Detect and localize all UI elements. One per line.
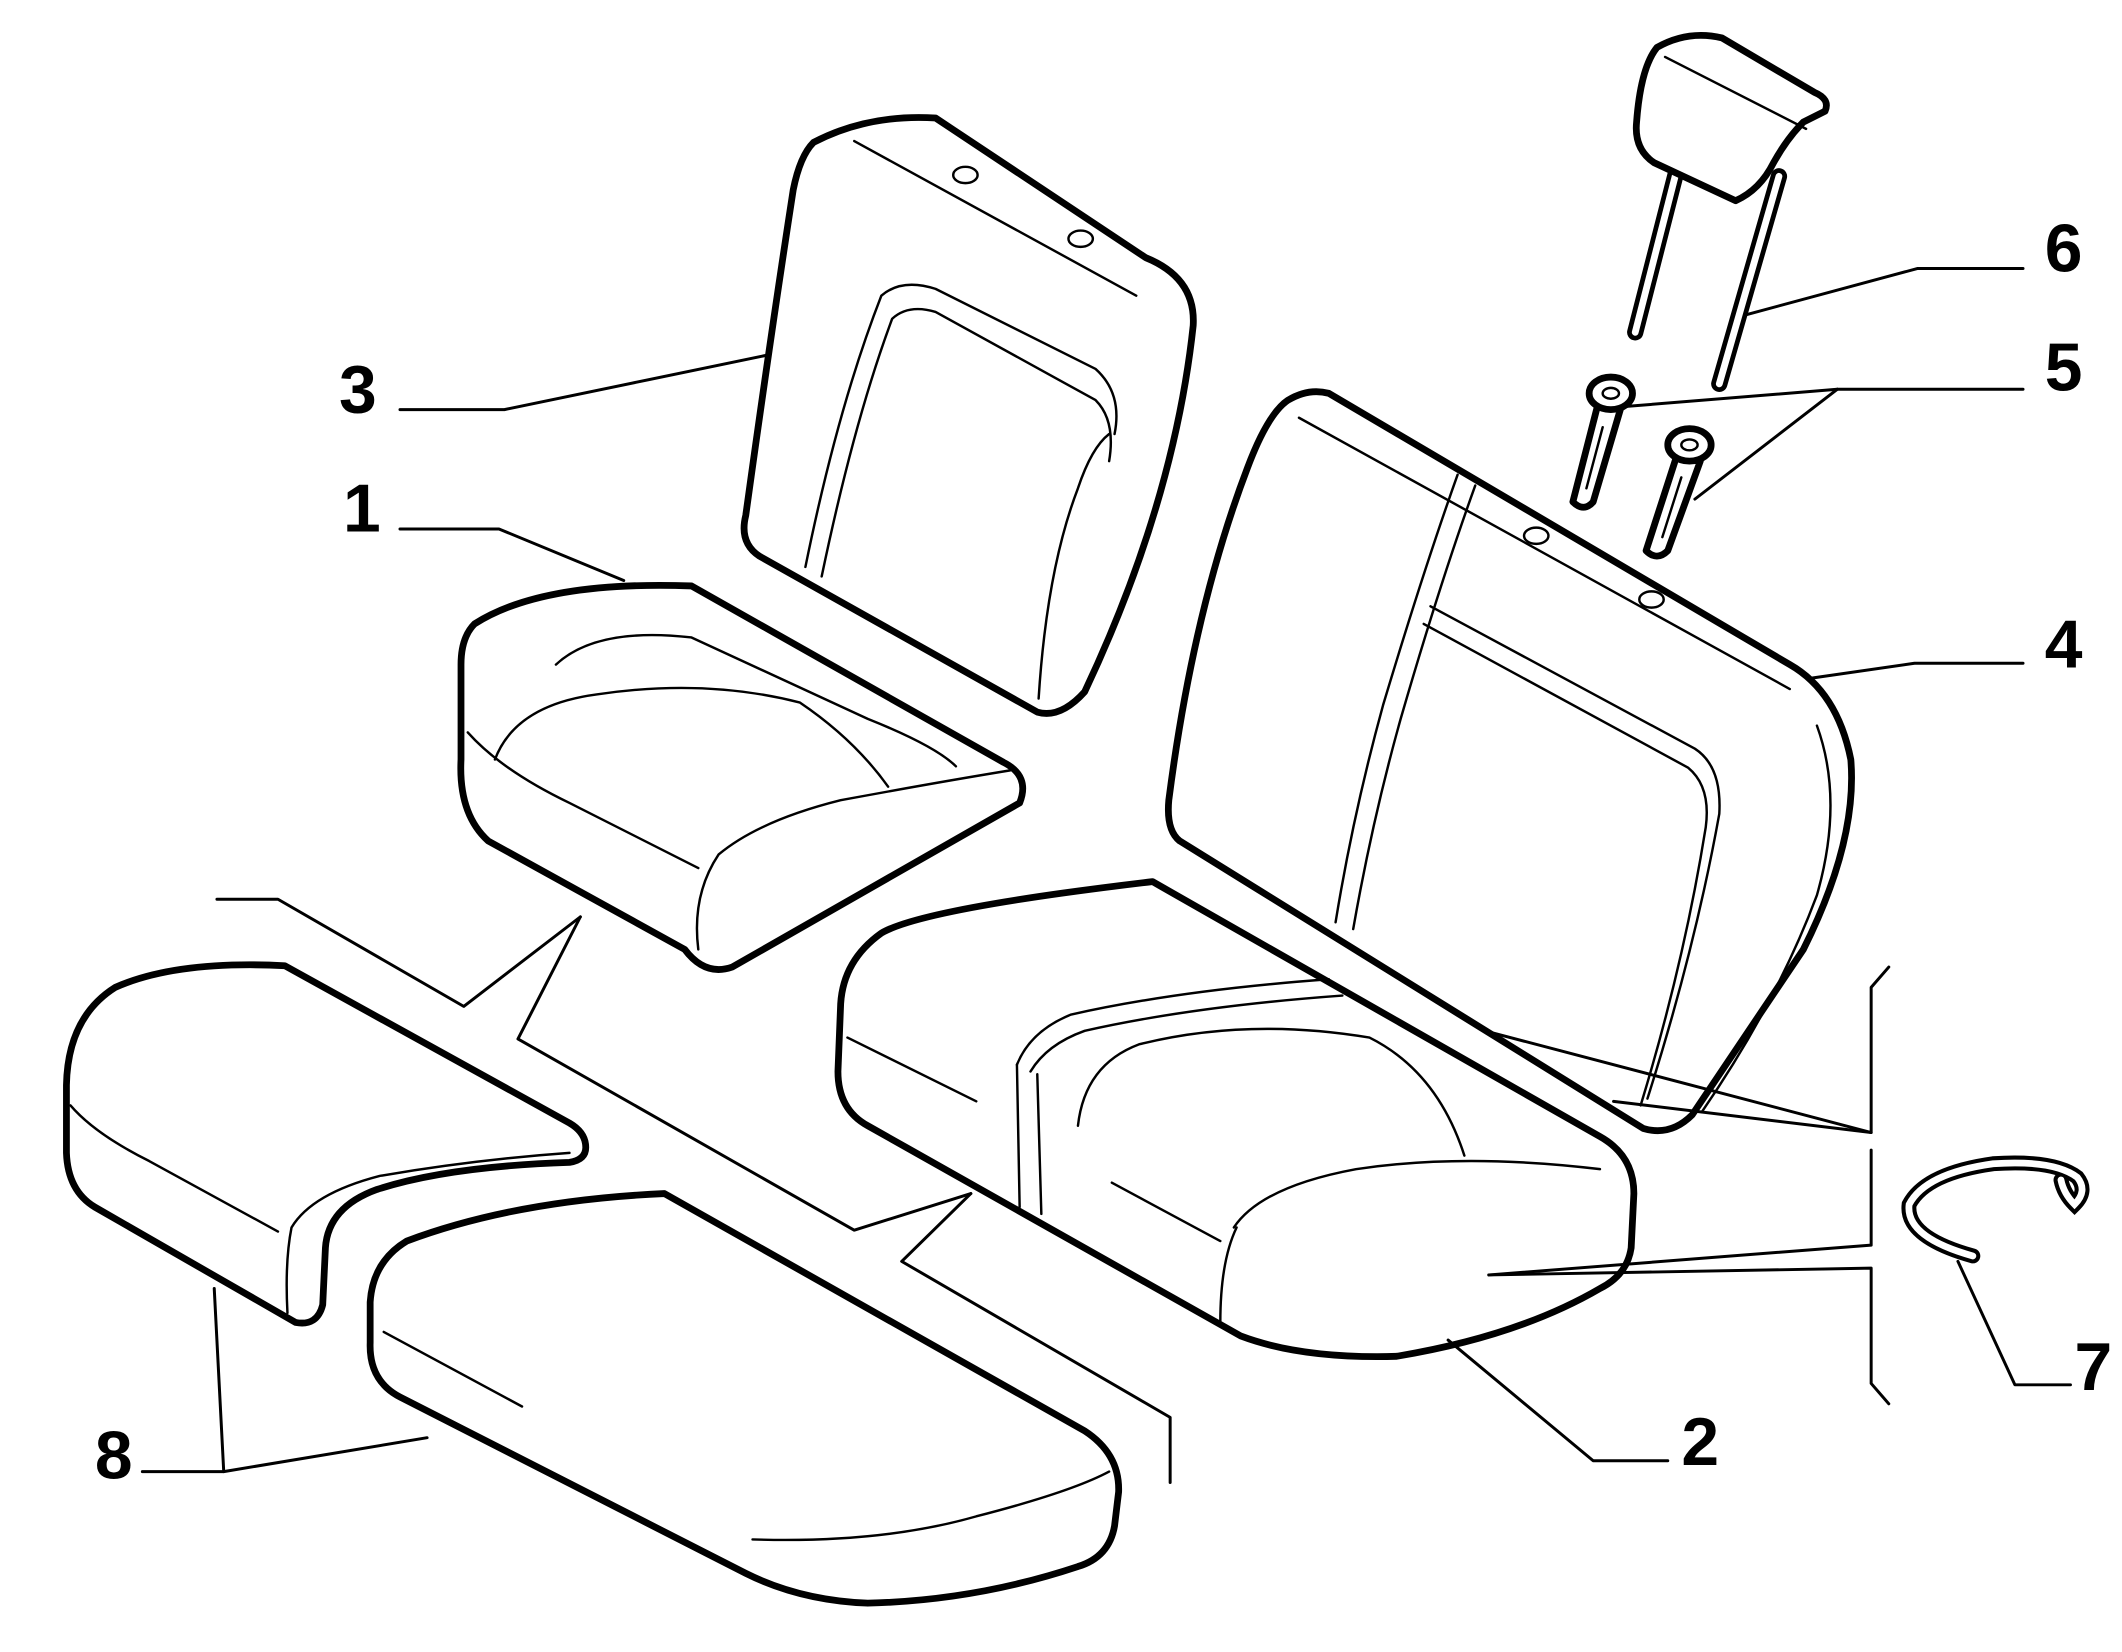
headrest-guide-right [1642,425,1715,560]
bracket-right-top [1483,965,1891,1135]
bracket-right-mid2 [1487,1148,1873,1277]
left-seatback [740,114,1197,717]
leader-5 [1618,387,2025,409]
left-seat-cushion [457,581,1027,973]
bracket-right-bottom [1487,1266,1891,1406]
leader-3 [398,353,768,412]
cushion-pads [63,961,1123,1607]
bracket-right-mid1 [1612,1099,1873,1135]
bracket-left-mid [516,915,973,1232]
leader-6 [1744,267,2025,317]
leader-2 [1446,1338,1670,1463]
callout-7: 7 [2075,1330,2113,1405]
hook-clip [1901,1155,2090,1264]
leader-1 [398,527,626,582]
leader-8b [212,1287,226,1474]
leader-7 [1956,1259,2072,1387]
callout-3: 3 [339,352,377,427]
bracket-left-top [215,897,582,1008]
leader-5b [1693,387,1839,501]
leader-8 [140,1436,429,1474]
callout-labels: 3 1 6 5 4 7 2 8 [95,211,2112,1493]
leader-lines [140,267,2072,1484]
headrest-guide-left [1569,373,1636,511]
callout-5: 5 [2045,331,2083,406]
callout-4: 4 [2045,607,2083,682]
right-seatback [1164,388,1855,1135]
cushion-pad-lower [366,1190,1123,1607]
callout-6: 6 [2045,211,2083,286]
headrest [1627,32,1830,392]
callout-8: 8 [95,1418,133,1493]
callout-2: 2 [1681,1405,1719,1480]
callout-1: 1 [343,472,381,547]
leader-4 [1810,661,2025,680]
bracket-left-bottom [900,1192,1172,1484]
right-seat-cushion [834,878,1638,1360]
headrest-guides [1569,373,1715,560]
cushion-pad-upper [63,961,590,1327]
